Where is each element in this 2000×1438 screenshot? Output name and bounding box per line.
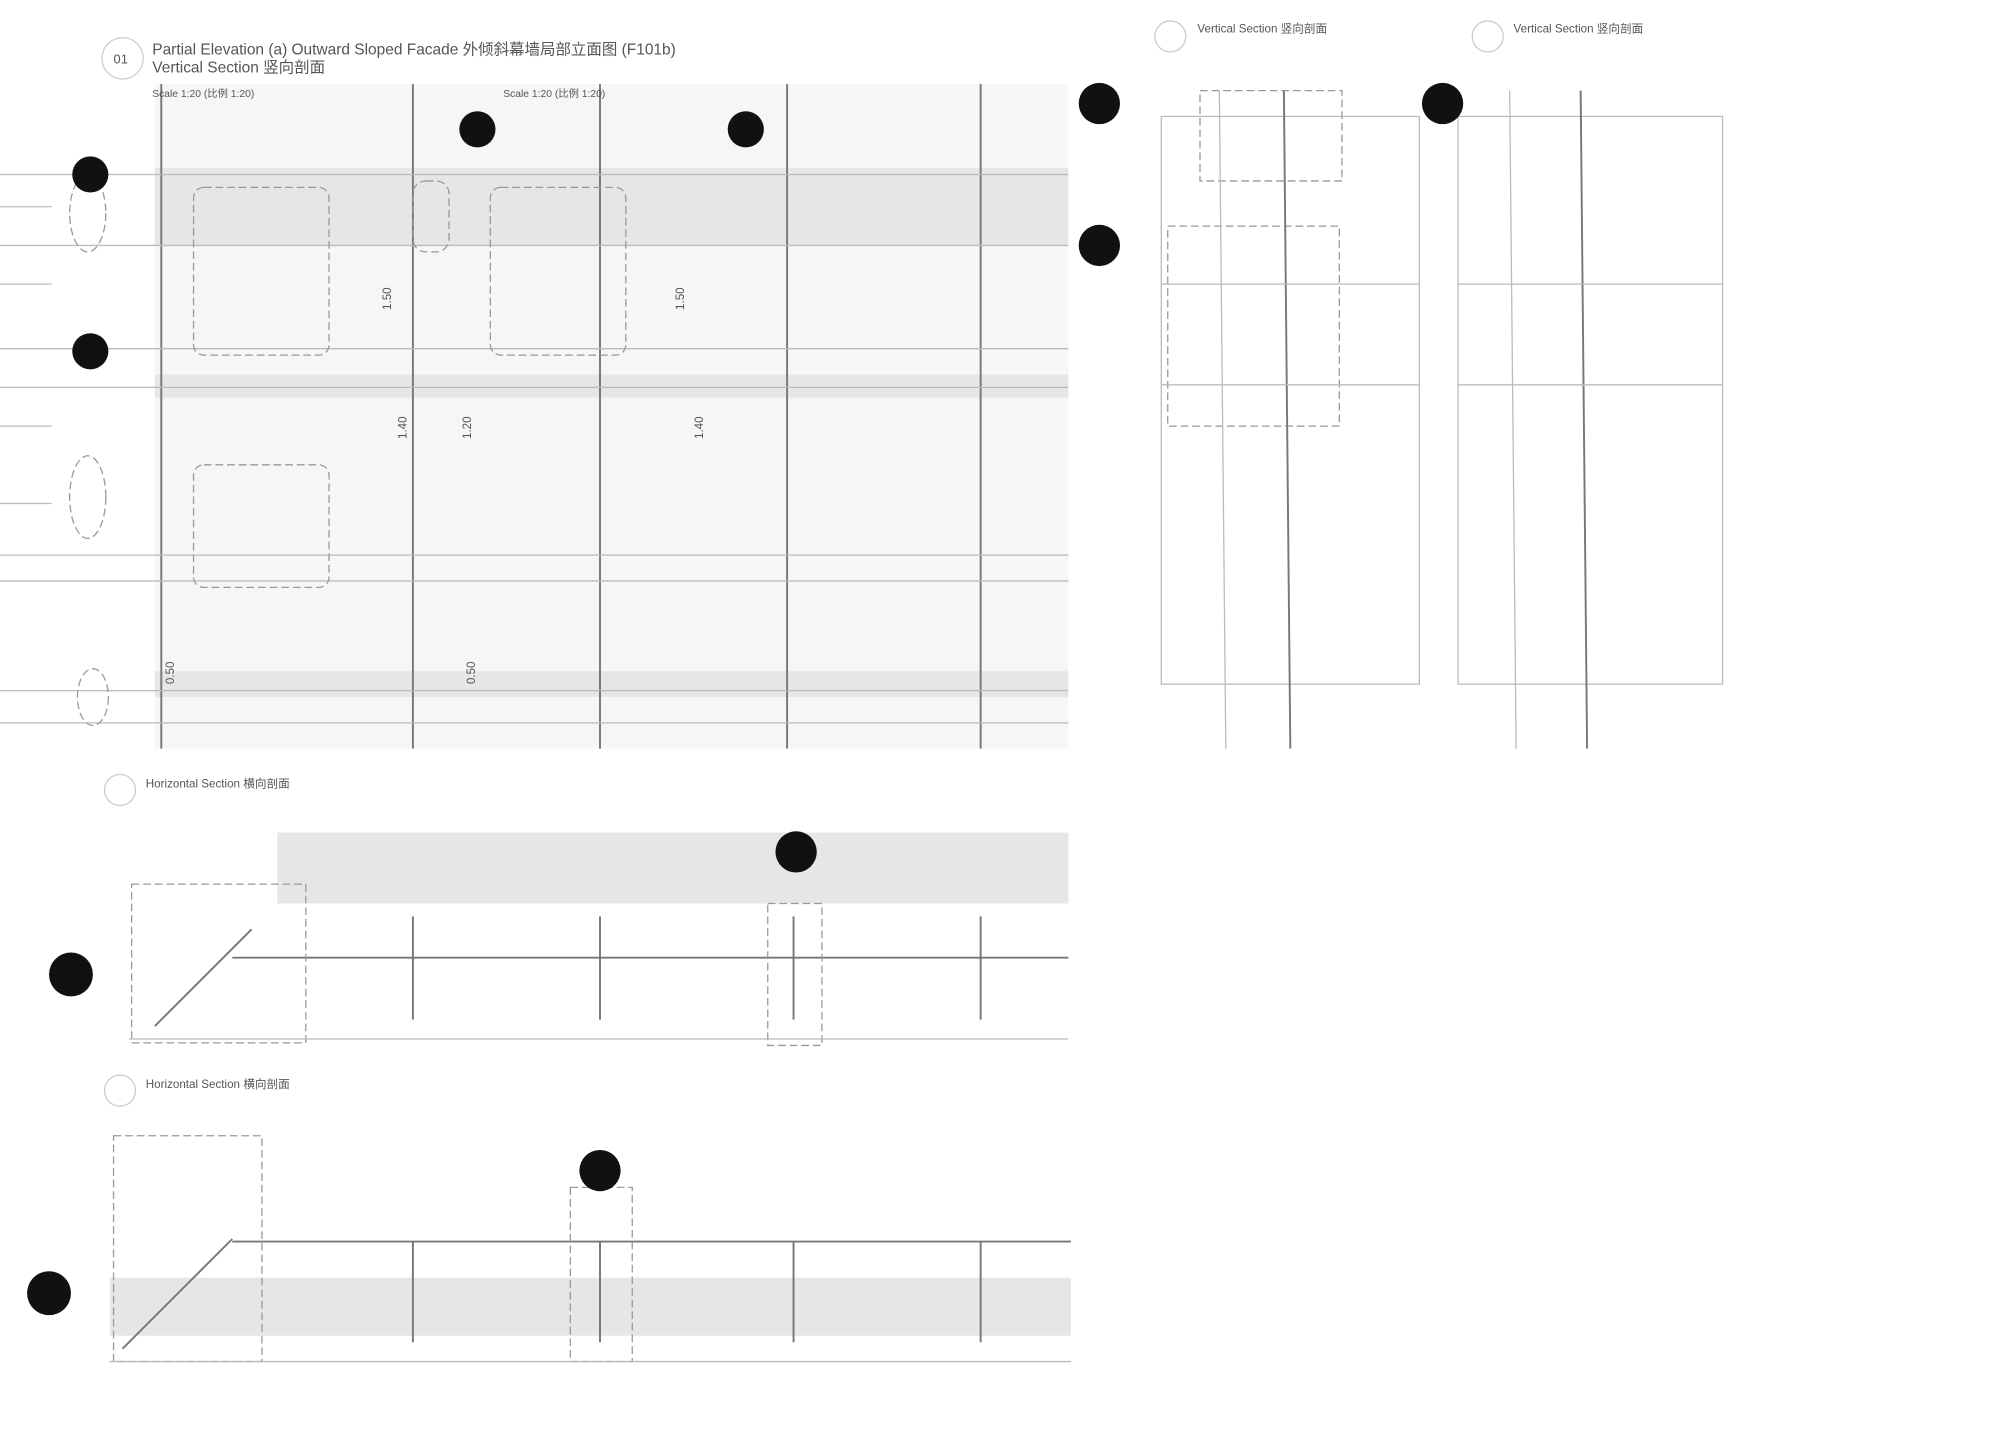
marker-dot: [775, 831, 817, 873]
svg-text:Scale 1:20 (比例 1:20): Scale 1:20 (比例 1:20): [152, 87, 254, 100]
dimension-label: 0.50: [465, 662, 478, 685]
marker-dot: [1078, 82, 1120, 125]
dimension-label: 1.20: [461, 416, 474, 439]
vertical-section-03: [1160, 89, 1420, 749]
view-title-03: Vertical Section 竖向剖面: [1154, 20, 1327, 53]
view-title-04: Vertical Section 竖向剖面: [1471, 20, 1644, 53]
dimension-label: 1.50: [381, 287, 394, 310]
marker-dot: [49, 952, 93, 997]
svg-text:01: 01: [114, 52, 128, 67]
horizontal-section-06: Horizontal Section 横向剖面: [103, 1074, 1071, 1363]
marker-dot: [727, 111, 764, 148]
marker-dot: [1421, 82, 1464, 125]
dimension-label: 1.40: [693, 416, 706, 439]
marker-dot: [27, 1271, 71, 1316]
dimension-label: 1.50: [674, 287, 687, 310]
dimension-label: 1.40: [396, 416, 409, 439]
marker-dot: [72, 333, 109, 370]
marker-dot: [1078, 224, 1120, 267]
dimension-label: 0.50: [164, 662, 177, 685]
svg-text:Horizontal Section 横向剖面: Horizontal Section 横向剖面: [146, 776, 290, 790]
svg-text:Scale 1:20 (比例 1:20): Scale 1:20 (比例 1:20): [503, 87, 605, 100]
horizontal-section-05: Horizontal Section 横向剖面: [103, 773, 1069, 1047]
svg-text:Vertical Section 竖向剖面: Vertical Section 竖向剖面: [1197, 22, 1327, 36]
svg-text:Vertical Section 竖向剖面: Vertical Section 竖向剖面: [152, 59, 325, 77]
view-title-01: 01 Partial Elevation (a) Outward Sloped …: [101, 37, 676, 100]
callout-markers: [27, 82, 1464, 1316]
marker-dot: [579, 1149, 621, 1192]
partial-elevation: 1.40 1.20 1.40 1.50 1.50 0.50 0.50: [0, 84, 1069, 749]
svg-text:Horizontal Section 横向剖面: Horizontal Section 横向剖面: [146, 1077, 290, 1091]
marker-dot: [72, 156, 109, 193]
svg-text:Vertical Section 竖向剖面: Vertical Section 竖向剖面: [1514, 22, 1644, 36]
vertical-section-04: [1457, 90, 1724, 749]
svg-text:Partial Elevation (a) Outward: Partial Elevation (a) Outward Sloped Fac…: [152, 40, 676, 58]
marker-dot: [459, 111, 496, 148]
